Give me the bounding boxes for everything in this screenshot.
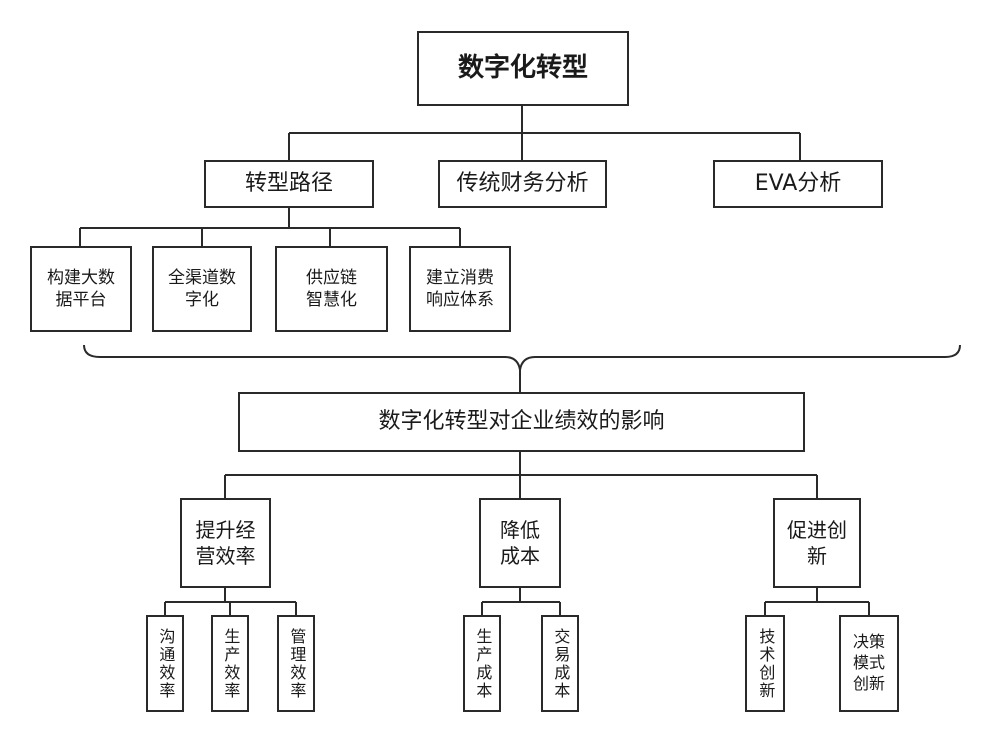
node-production-efficiency: 生产效率 (211, 615, 249, 712)
curly-brace (83, 344, 961, 371)
node-path-consumer-response: 建立消费 响应体系 (409, 246, 511, 332)
node-transaction-cost: 交易成本 (541, 615, 579, 712)
node-communication-efficiency: 沟通效率 (146, 615, 184, 712)
node-transformation-path: 转型路径 (204, 160, 374, 208)
node-decision-model-innovation: 决策 模式 创新 (839, 615, 899, 712)
root-node: 数字化转型 (417, 31, 629, 106)
root-label: 数字化转型 (457, 52, 588, 83)
node-technology-innovation: 技术创新 (745, 615, 785, 712)
node-improve-efficiency: 提升经 营效率 (180, 498, 271, 588)
node-production-cost: 生产成本 (463, 615, 501, 712)
node-path-omnichannel: 全渠道数 字化 (152, 246, 252, 332)
node-impact: 数字化转型对企业绩效的影响 (238, 392, 805, 452)
node-path-smart-supply-chain: 供应链 智慧化 (275, 246, 388, 332)
node-eva-analysis: EVA分析 (713, 160, 883, 208)
node-path-big-data-platform: 构建大数 据平台 (30, 246, 132, 332)
node-reduce-cost: 降低 成本 (479, 498, 561, 588)
node-traditional-financial-analysis: 传统财务分析 (438, 160, 607, 208)
node-management-efficiency: 管理效率 (277, 615, 315, 712)
node-promote-innovation: 促进创 新 (773, 498, 861, 588)
